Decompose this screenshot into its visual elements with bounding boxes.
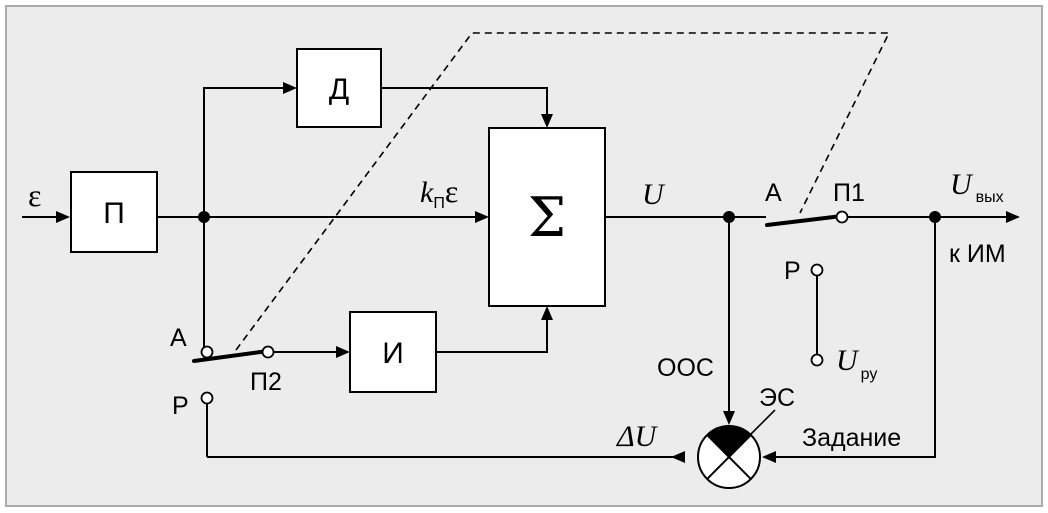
- p2-name-label: П2: [250, 368, 282, 396]
- delta-u-arrowhead: [671, 451, 685, 463]
- to-im-label: к ИМ: [949, 240, 1006, 268]
- d-output-wire: [381, 87, 548, 117]
- zadanie-arrowhead: [762, 451, 776, 463]
- output-arrowhead: [1006, 211, 1020, 223]
- p2-position-a-label: А: [170, 324, 187, 352]
- i-block: [349, 311, 437, 393]
- kpe-arrowhead: [475, 211, 489, 223]
- oos-arrowhead: [723, 411, 735, 425]
- zadanie-wire: [774, 217, 936, 458]
- i-to-sum-arrowhead: [541, 306, 553, 320]
- junction-dot: [723, 211, 735, 223]
- oos-label: ООС: [657, 354, 714, 382]
- d-block-label: Д: [329, 73, 349, 106]
- d-branch-wire: [203, 87, 286, 217]
- p1-position-r-label: Р: [784, 257, 801, 285]
- sum-block: [488, 127, 606, 307]
- p-block: [70, 171, 158, 253]
- es-label: ЭС: [759, 384, 795, 412]
- input-epsilon-label: ε: [28, 177, 41, 213]
- zadanie-label: Задание: [802, 424, 901, 452]
- es-label-leader: [747, 409, 776, 438]
- d-block: [296, 48, 382, 128]
- switch-coupling-dashed-line: [235, 32, 891, 351]
- switch-p2[interactable]: [192, 345, 275, 405]
- delta-u-label: ΔU: [616, 420, 659, 453]
- input-arrowhead: [56, 211, 70, 223]
- p2-position-r-label: Р: [172, 392, 189, 420]
- kpe-label: kПε: [420, 173, 458, 212]
- d-to-sum-arrowhead: [541, 114, 553, 128]
- p1-name-label: П1: [833, 179, 865, 207]
- p1-position-a-label: А: [765, 179, 782, 207]
- switch-p1[interactable]: [765, 210, 849, 367]
- junction-dot: [198, 211, 210, 223]
- i-output-wire: [436, 318, 548, 353]
- es-comparator: [697, 425, 761, 489]
- i-input-arrowhead: [336, 346, 350, 358]
- d-input-arrowhead: [283, 82, 297, 94]
- p-block-label: П: [103, 197, 125, 230]
- junction-dot: [929, 211, 941, 223]
- u-label: U: [642, 178, 666, 211]
- i-block-label: И: [382, 337, 404, 370]
- sum-block-label: Σ: [528, 186, 566, 249]
